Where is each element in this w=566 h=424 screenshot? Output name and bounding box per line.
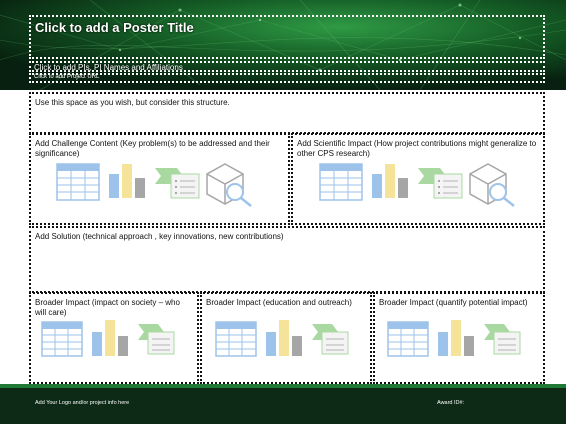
bar-chart-icon bbox=[109, 164, 145, 198]
table-icon bbox=[387, 321, 429, 357]
bar-chart-icon bbox=[372, 164, 408, 198]
url-text: Click to add Project URL bbox=[34, 74, 100, 80]
solution-text: Add Solution (technical approach , key i… bbox=[35, 232, 284, 241]
broader-impact-education-text: Broader Impact (education and outreach) bbox=[206, 298, 352, 307]
cube-search-icon bbox=[206, 163, 252, 207]
broader-impact-education-section[interactable]: Broader Impact (education and outreach) bbox=[200, 292, 372, 384]
broader-impact-society-text: Broader Impact (impact on society – who … bbox=[35, 298, 180, 317]
bar-chart-icon bbox=[92, 320, 128, 356]
solution-section[interactable]: Add Solution (technical approach , key i… bbox=[29, 226, 545, 293]
list-icon bbox=[321, 331, 349, 355]
list-icon bbox=[493, 331, 521, 355]
challenge-section[interactable]: Add Challenge Content (Key problem(s) to… bbox=[29, 133, 290, 225]
challenge-graphics bbox=[56, 163, 252, 207]
scientific-impact-section[interactable]: Add Scientific Impact (How project contr… bbox=[291, 133, 545, 225]
scientific-impact-text: Add Scientific Impact (How project contr… bbox=[297, 139, 537, 158]
table-icon bbox=[319, 163, 363, 201]
header-banner: Click to add a Poster Title Click to add… bbox=[0, 0, 566, 90]
table-icon bbox=[41, 321, 83, 357]
url-placeholder[interactable]: Click to add Project URL bbox=[29, 73, 545, 83]
footer-award-id[interactable]: Award ID#: bbox=[437, 400, 465, 406]
poster-title-placeholder[interactable]: Click to add a Poster Title bbox=[29, 15, 545, 59]
broader-impact-quantify-text: Broader Impact (quantify potential impac… bbox=[379, 298, 528, 307]
challenge-text: Add Challenge Content (Key problem(s) to… bbox=[35, 139, 270, 158]
list-icon bbox=[433, 173, 463, 199]
broader-education-graphics bbox=[215, 320, 349, 357]
broader-impact-society-section[interactable]: Broader Impact (impact on society – who … bbox=[29, 292, 199, 384]
bar-chart-icon bbox=[438, 320, 474, 356]
authors-placeholder[interactable]: Click to add PIs, PI Names and Affiliati… bbox=[29, 61, 545, 72]
scientific-impact-graphics bbox=[319, 163, 515, 207]
cube-search-icon bbox=[469, 163, 515, 207]
intro-text: Use this space as you wish, but consider… bbox=[35, 98, 230, 107]
table-icon bbox=[215, 321, 257, 357]
intro-placeholder[interactable]: Use this space as you wish, but consider… bbox=[29, 92, 545, 134]
table-icon bbox=[56, 163, 100, 201]
footer-accent-stripe bbox=[0, 384, 566, 388]
bar-chart-icon bbox=[266, 320, 302, 356]
list-icon bbox=[170, 173, 200, 199]
broader-society-graphics bbox=[41, 320, 175, 357]
broader-quantify-graphics bbox=[387, 320, 521, 357]
list-icon bbox=[147, 331, 175, 355]
authors-text: Click to add PIs, PI Names and Affiliati… bbox=[34, 63, 183, 72]
broader-impact-quantify-section[interactable]: Broader Impact (quantify potential impac… bbox=[373, 292, 545, 384]
footer-banner: Add Your Logo and/or project info here A… bbox=[0, 384, 566, 424]
footer-logo-text[interactable]: Add Your Logo and/or project info here bbox=[35, 400, 130, 406]
poster-title-text: Click to add a Poster Title bbox=[35, 20, 194, 35]
